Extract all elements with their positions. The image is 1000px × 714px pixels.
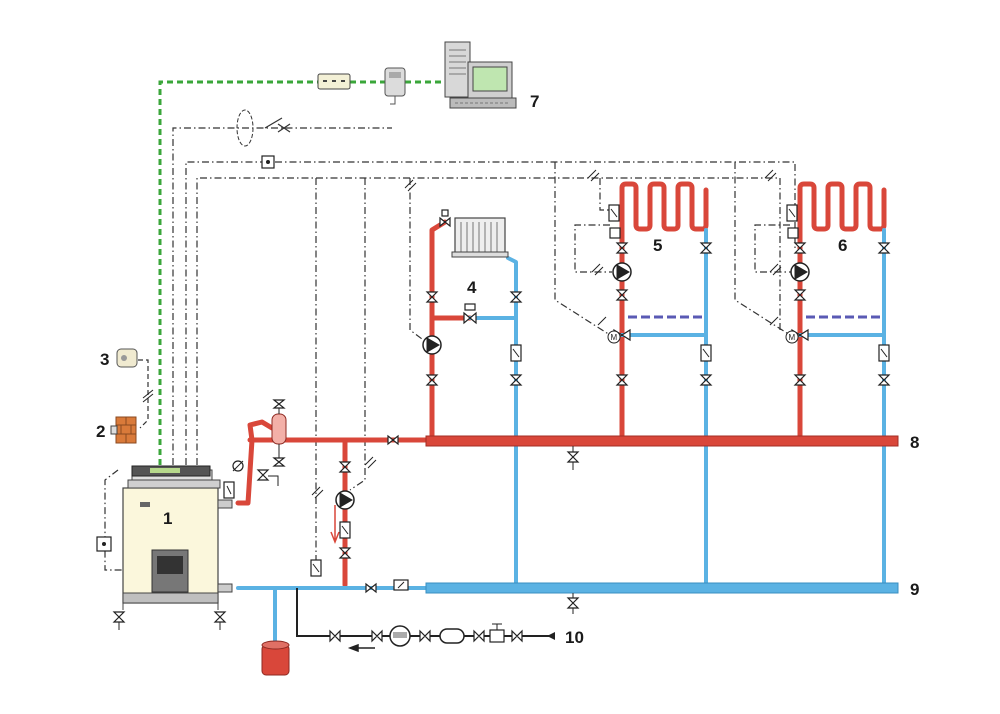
return-header	[425, 582, 899, 594]
label-outdoor-sensor: 2	[96, 422, 105, 441]
mixing-valves: M M	[607, 328, 809, 344]
control-line-circuit6	[734, 162, 791, 336]
label-floor-circuit-a: 5	[653, 236, 662, 255]
flow-arrow	[347, 643, 375, 653]
cold-water-line	[296, 588, 555, 637]
telephone	[384, 67, 406, 105]
cold-water-fill-assembly	[329, 623, 555, 647]
control-line-boiler-side	[104, 469, 130, 571]
safety-group	[223, 399, 287, 499]
expansion-vessel	[261, 640, 290, 676]
control-line-radiator	[409, 178, 431, 346]
label-floor-circuit-b: 6	[838, 236, 847, 255]
label-return-header: 9	[910, 580, 919, 599]
label-radiator-circuit: 4	[467, 278, 477, 297]
supply-header	[425, 435, 899, 447]
computer	[444, 41, 517, 109]
pressure-reducer	[489, 629, 505, 643]
floor-loop-5	[619, 181, 709, 232]
red-flow-arrow	[330, 505, 340, 545]
drain-valves	[112, 611, 227, 630]
control-line-loop-b	[754, 224, 792, 273]
label-boiler: 1	[163, 509, 172, 528]
label-remote-pc: 7	[530, 92, 539, 111]
outdoor-sensor	[110, 416, 137, 444]
pumps	[335, 262, 810, 510]
control-line-room	[172, 127, 392, 465]
control-line-mixers	[196, 177, 781, 465]
label-cold-water: 10	[565, 628, 584, 647]
control-line-loop-a	[574, 224, 612, 273]
floor-loop-6	[797, 181, 887, 232]
communication-line	[158, 80, 445, 465]
control-line-primary-pump	[349, 178, 366, 491]
control-line-outdoor	[138, 359, 149, 429]
label-room-unit: 3	[100, 350, 109, 369]
svg-text:M: M	[611, 333, 618, 342]
valves	[310, 204, 891, 614]
remote-station	[317, 41, 517, 109]
valve-supply-main	[387, 434, 399, 446]
control-line-circuit5	[554, 162, 611, 336]
label-supply-header: 8	[910, 433, 919, 452]
switch-contact	[264, 117, 291, 133]
boiler	[96, 465, 233, 610]
room-unit	[116, 348, 138, 368]
filter	[439, 628, 465, 644]
control-lines	[104, 80, 796, 571]
remote-switch	[236, 109, 254, 147]
svg-text:M: M	[789, 333, 796, 342]
radiator	[451, 217, 509, 258]
control-line-circuit5-sensor	[599, 178, 615, 211]
valve-return-main	[365, 582, 377, 594]
